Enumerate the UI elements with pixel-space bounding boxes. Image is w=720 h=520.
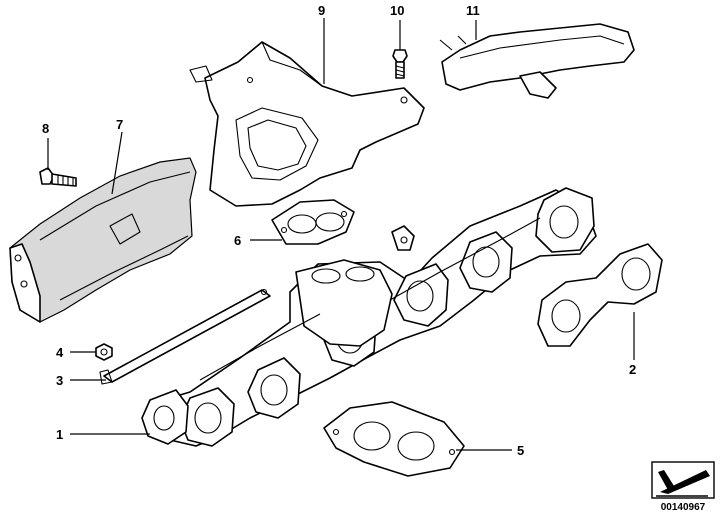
callout-1: 1 [56, 427, 63, 442]
part-6-gasket [271, 199, 355, 245]
callout-9: 9 [318, 3, 325, 18]
callout-2: 2 [629, 362, 636, 377]
catalog-box [651, 461, 715, 499]
part-9-heat-shield [189, 41, 425, 207]
callout-3: 3 [56, 373, 63, 388]
part-8-bolt [39, 167, 77, 187]
view-arrow-icon [656, 470, 710, 497]
catalog-number: 00140967 [660, 502, 706, 513]
part-10-bolt [392, 49, 408, 79]
callout-4: 4 [56, 345, 64, 360]
callout-6: 6 [234, 233, 241, 248]
callout-7: 7 [116, 117, 123, 132]
callout-5: 5 [517, 443, 524, 458]
callout-11: 11 [466, 3, 480, 18]
part-1-exhaust-manifold [141, 187, 597, 447]
part-11-cover [439, 23, 635, 99]
callout-10: 10 [390, 3, 404, 18]
part-3-strip [99, 288, 271, 385]
part-4-nut [95, 343, 113, 361]
callout-8: 8 [42, 121, 49, 136]
part-2-gasket [537, 243, 663, 347]
leader-lines [47, 18, 635, 451]
leader-7 [111, 131, 123, 195]
part-7-converter-shield [9, 157, 197, 323]
part-5-gasket [323, 401, 465, 477]
